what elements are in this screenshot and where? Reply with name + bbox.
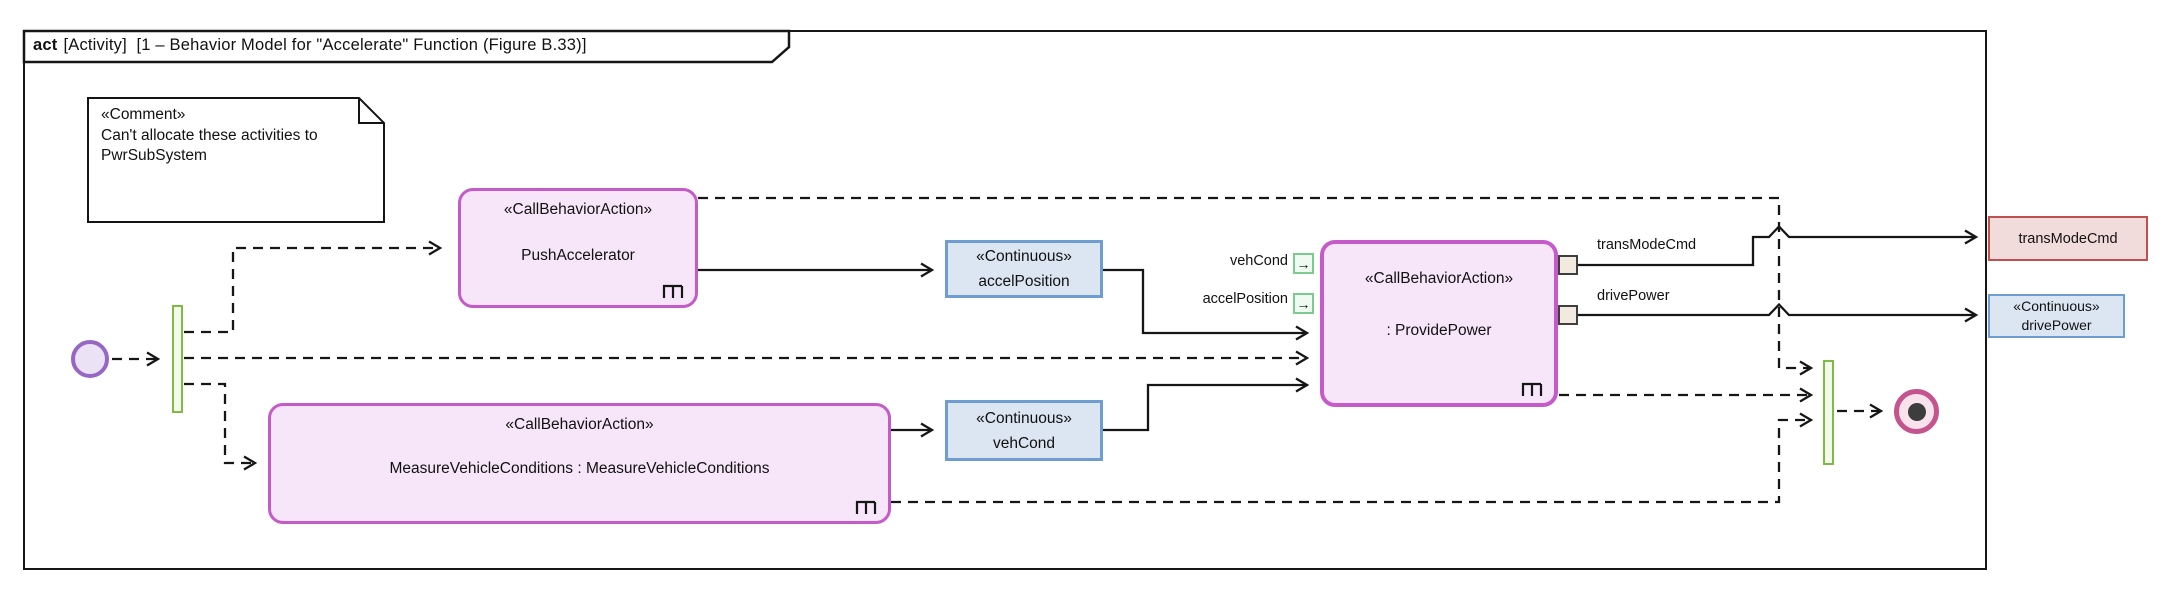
parameter-trans-mode-cmd[interactable]: transModeCmd	[1988, 216, 2148, 261]
pin-label-drive-power: drivePower	[1597, 288, 1670, 304]
store-stereotype: «Continuous»	[976, 409, 1072, 427]
comment-note[interactable]: «Comment» Can't allocate these activitie…	[101, 105, 326, 167]
store-accel-position[interactable]: «Continuous» accelPosition	[945, 240, 1103, 298]
rake-icon	[855, 500, 877, 514]
action-stereotype: «CallBehaviorAction»	[503, 201, 653, 218]
rake-icon	[1521, 382, 1543, 396]
store-name: accelPosition	[978, 273, 1070, 290]
pin-arrow-icon: →	[1296, 255, 1311, 272]
rake-icon	[662, 284, 684, 298]
action-push-accelerator[interactable]: «CallBehaviorAction» PushAccelerator	[458, 188, 698, 308]
action-measure-vehicle-conditions[interactable]: «CallBehaviorAction» MeasureVehicleCondi…	[268, 403, 891, 524]
pin-label-trans-mode-cmd: transModeCmd	[1597, 237, 1697, 253]
final-node-dot	[1907, 402, 1926, 421]
pin-label-accel-position: accelPosition	[1202, 291, 1288, 307]
parameter-drive-power[interactable]: «Continuous» drivePower	[1988, 294, 2125, 338]
comment-body: Can't allocate these activities to PwrSu…	[101, 126, 318, 165]
frame-title-keyword: act	[33, 36, 58, 54]
input-pin-veh-cond[interactable]: →	[1293, 253, 1314, 274]
frame-title: act [Activity] [1 – Behavior Model for "A…	[33, 36, 587, 55]
output-pin-drive-power[interactable]	[1558, 305, 1578, 325]
parameter-stereotype: «Continuous»	[2013, 298, 2100, 314]
parameter-name: drivePower	[2021, 317, 2092, 333]
initial-node[interactable]	[71, 340, 109, 378]
frame-title-text: [Activity] [1 – Behavior Model for "Acce…	[63, 36, 587, 54]
parameter-name: transModeCmd	[2018, 230, 2118, 247]
action-stereotype: «CallBehaviorAction»	[505, 416, 654, 433]
output-pin-trans-mode-cmd[interactable]	[1558, 255, 1578, 275]
action-stereotype: «CallBehaviorAction»	[1364, 270, 1514, 287]
action-name: MeasureVehicleConditions : MeasureVehicl…	[389, 460, 770, 477]
join-bar[interactable]	[1823, 360, 1834, 465]
activity-final-node[interactable]	[1894, 389, 1939, 434]
pin-label-veh-cond: vehCond	[1229, 253, 1288, 269]
store-stereotype: «Continuous»	[976, 248, 1072, 265]
store-name: vehCond	[992, 434, 1056, 452]
comment-stereotype: «Comment»	[101, 106, 186, 123]
input-pin-accel-position[interactable]: →	[1293, 293, 1314, 314]
diagram-frame	[23, 30, 1987, 570]
action-name: PushAccelerator	[521, 247, 635, 264]
action-name: : ProvidePower	[1386, 322, 1492, 339]
store-veh-cond[interactable]: «Continuous» vehCond	[945, 400, 1103, 461]
fork-bar[interactable]	[172, 305, 183, 413]
action-provide-power[interactable]: «CallBehaviorAction» : ProvidePower	[1320, 240, 1558, 407]
pin-arrow-icon: →	[1296, 295, 1311, 312]
